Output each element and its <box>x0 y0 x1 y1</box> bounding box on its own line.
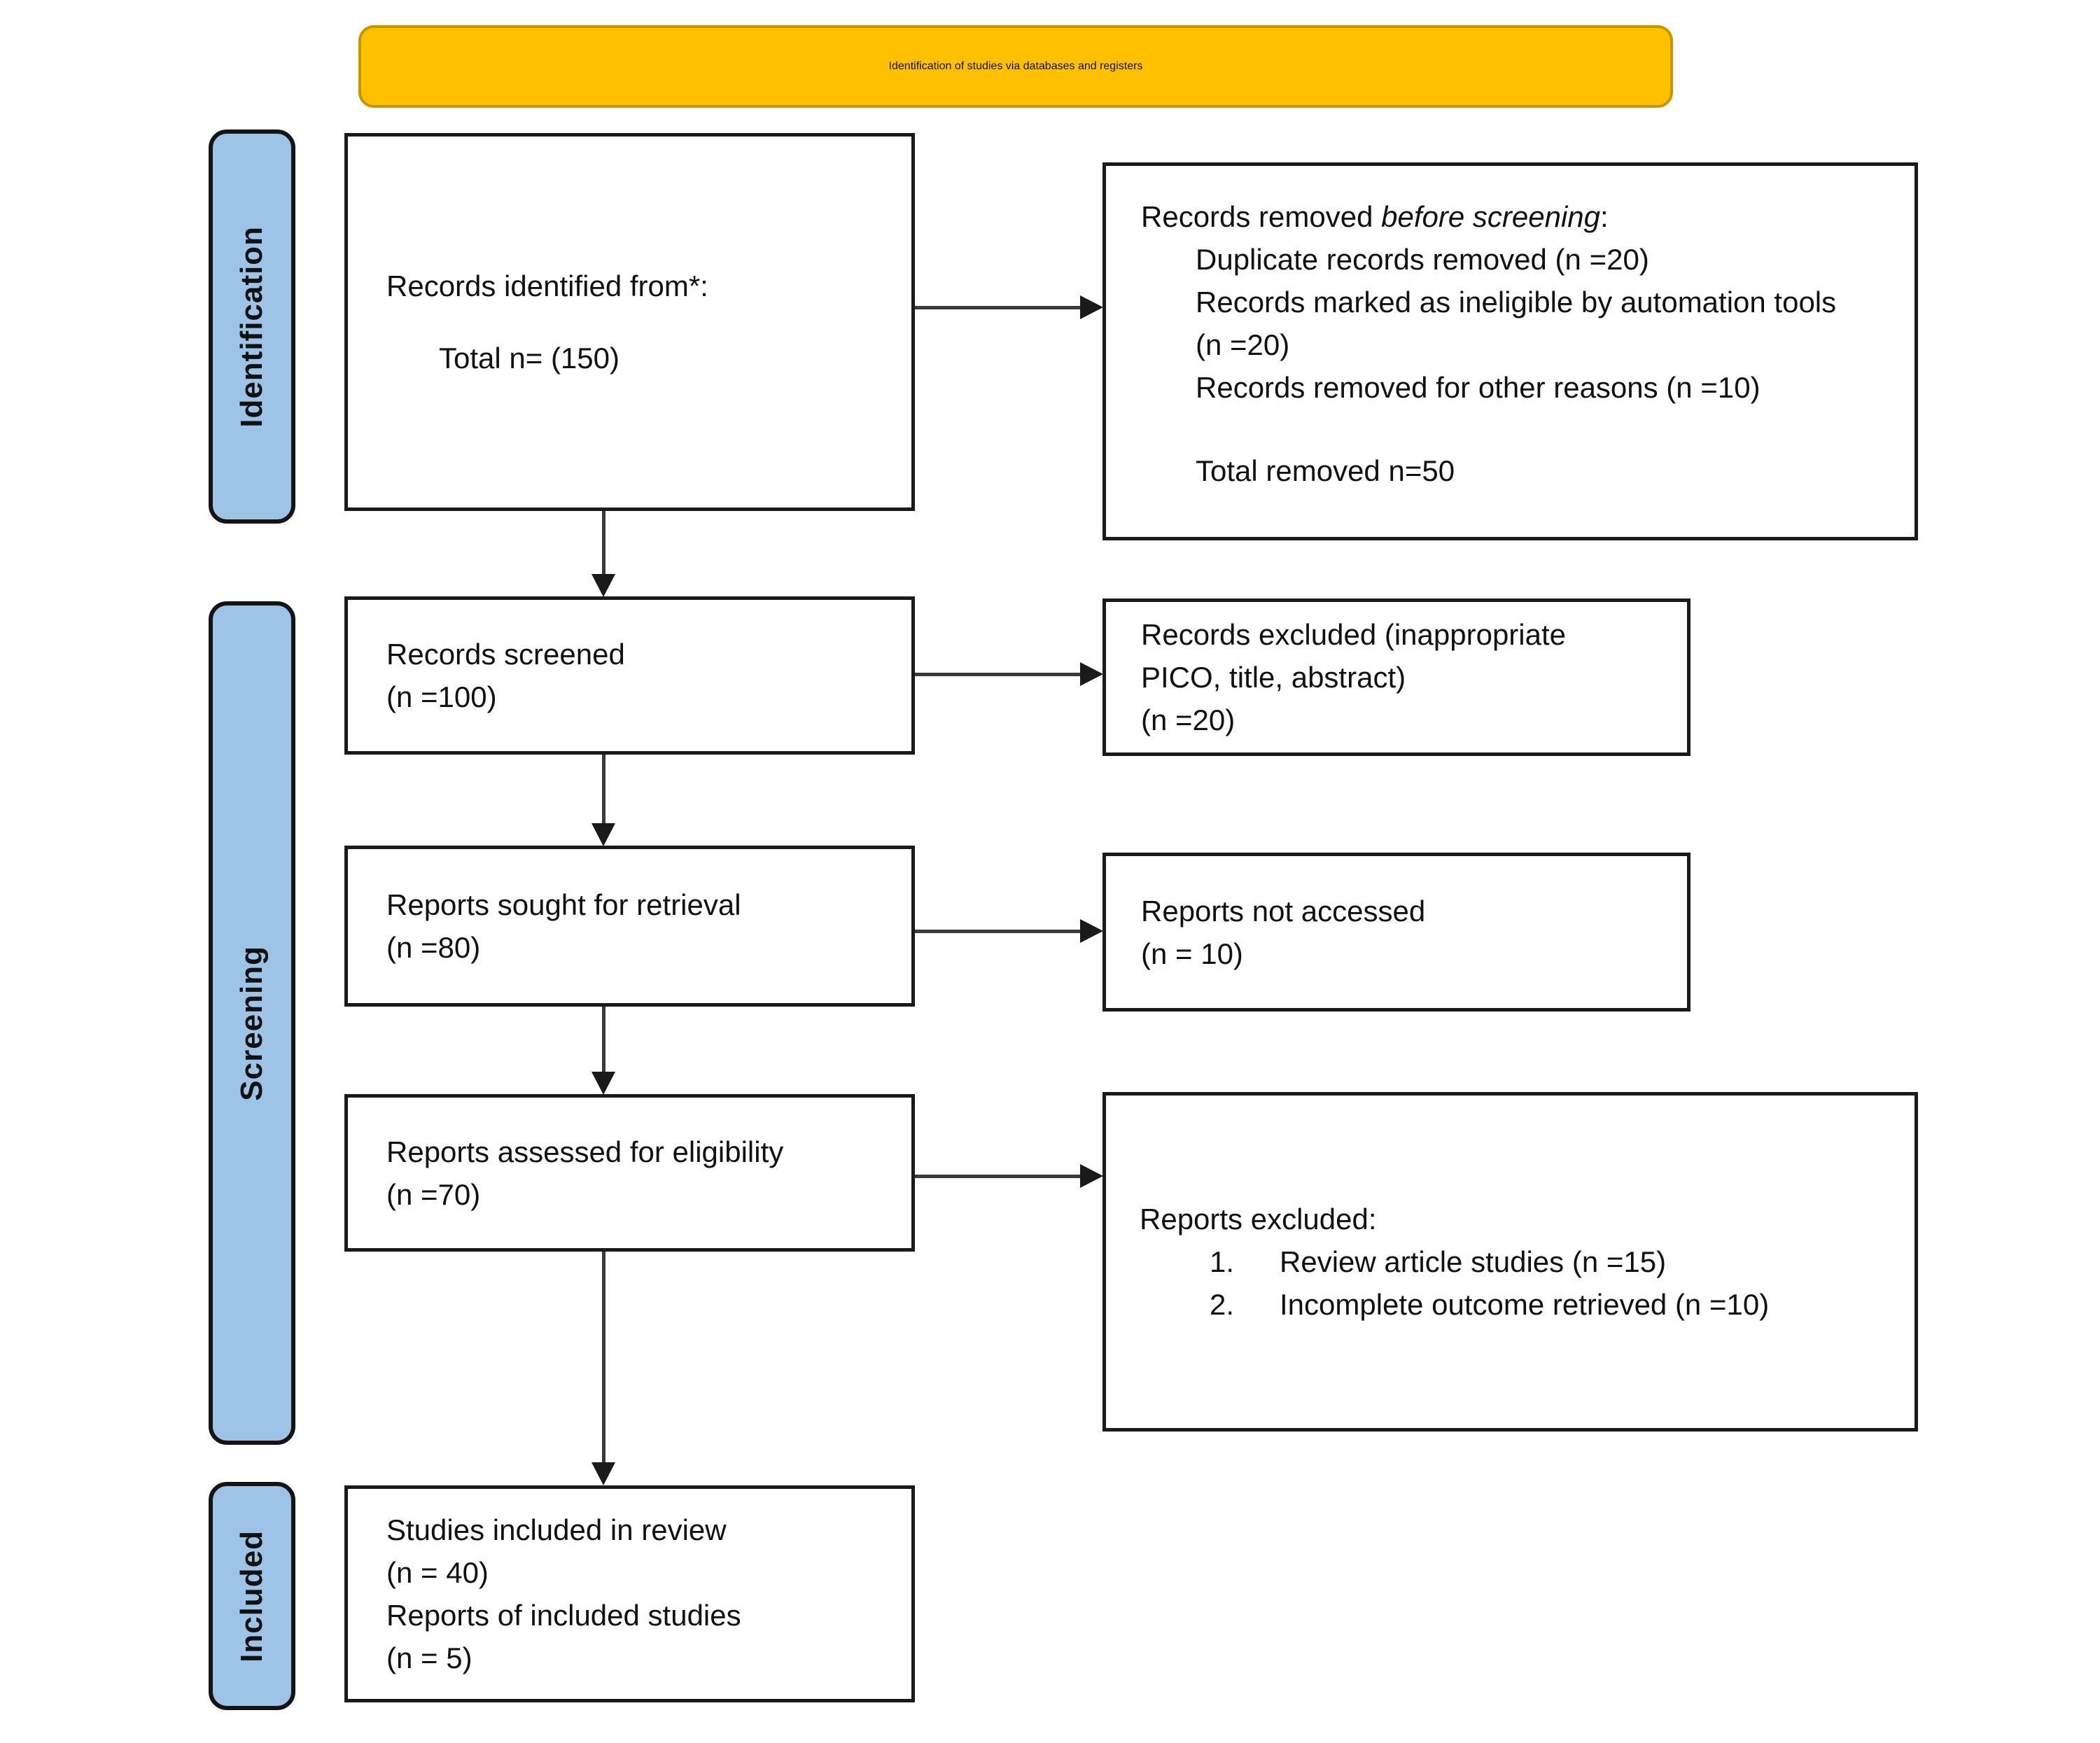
reports-not-accessed-count: (n = 10) <box>1141 937 1243 970</box>
arrow-line <box>602 1007 606 1073</box>
box-records-excluded: Records excluded (inappropriate PICO, ti… <box>1102 598 1690 756</box>
box-records-screened: Records screened (n =100) <box>344 596 915 755</box>
reports-not-accessed-line: Reports not accessed <box>1141 894 1426 927</box>
stage-label-screening: Screening <box>234 945 269 1101</box>
box-reports-excluded: Reports excluded: 1. Review article stud… <box>1102 1092 1918 1432</box>
list-text: Incomplete outcome retrieved (n =10) <box>1280 1288 1770 1321</box>
records-screened-line: Records screened <box>386 638 625 671</box>
stage-label-identification: Identification <box>234 225 269 428</box>
records-screened-count: (n =100) <box>386 680 497 713</box>
arrow-line <box>602 511 606 575</box>
records-excluded-line: Records excluded (inappropriate <box>1141 618 1567 651</box>
arrow-head <box>592 823 615 846</box>
arrow-head <box>1080 919 1103 943</box>
stage-bar-identification: Identification <box>209 130 295 524</box>
reports-excluded-item: 1. Review article studies (n =15) <box>1210 1240 1893 1283</box>
records-excluded-count: (n =20) <box>1141 704 1236 736</box>
arrow-head <box>1080 662 1103 686</box>
list-number: 2. <box>1210 1288 1235 1321</box>
box-records-removed: Records removed before screening: Duplic… <box>1102 162 1918 540</box>
records-identified-total: Total n= (150) <box>439 342 620 374</box>
studies-included-line: Studies included in review <box>386 1513 727 1546</box>
arrow-line <box>915 1175 1082 1178</box>
studies-included-count: (n = 40) <box>386 1556 489 1589</box>
records-removed-item: Records removed for other reasons (n =10… <box>1196 371 1760 404</box>
reports-assessed-count: (n =70) <box>386 1177 481 1211</box>
reports-assessed-line: Reports assessed for eligibility <box>386 1135 784 1168</box>
records-excluded-line: PICO, title, abstract) <box>1141 661 1406 694</box>
records-removed-item: Records marked as ineligible by automati… <box>1196 286 1837 361</box>
box-records-identified: Records identified from*: Total n= (150) <box>344 133 915 511</box>
reports-sought-count: (n =80) <box>386 931 481 964</box>
reports-excluded-heading: Reports excluded: <box>1140 1203 1377 1236</box>
arrow-head <box>592 574 615 597</box>
records-removed-total: Total removed n=50 <box>1196 454 1455 487</box>
list-text: Review article studies (n =15) <box>1280 1245 1667 1278</box>
studies-included-count: (n = 5) <box>386 1642 472 1674</box>
records-removed-item: Duplicate records removed (n =20) <box>1196 243 1649 276</box>
diagram-title: Identification of studies via databases … <box>888 60 1143 72</box>
stage-bar-screening: Screening <box>209 601 295 1445</box>
title-banner: Identification of studies via databases … <box>358 25 1673 108</box>
stage-label-included: Included <box>234 1530 269 1662</box>
records-identified-line: Records identified from*: <box>386 270 708 302</box>
arrow-line <box>602 1252 606 1464</box>
arrow-line <box>602 755 606 825</box>
arrow-head <box>1080 1164 1103 1188</box>
arrow-head <box>592 1462 615 1485</box>
arrow-head <box>592 1072 615 1095</box>
records-removed-heading: Records removed before screening: <box>1141 200 1609 233</box>
box-studies-included: Studies included in review (n = 40) Repo… <box>344 1485 915 1702</box>
stage-bar-included: Included <box>209 1482 295 1710</box>
arrow-line <box>915 930 1082 933</box>
studies-included-line: Reports of included studies <box>386 1599 741 1632</box>
reports-sought-line: Reports sought for retrieval <box>386 888 741 921</box>
list-number: 1. <box>1210 1245 1235 1278</box>
arrow-head <box>1080 295 1103 319</box>
box-reports-sought: Reports sought for retrieval (n =80) <box>344 846 915 1007</box>
arrow-line <box>915 673 1082 676</box>
box-reports-assessed: Reports assessed for eligibility (n =70) <box>344 1094 915 1252</box>
box-reports-not-accessed: Reports not accessed (n = 10) <box>1102 853 1690 1011</box>
arrow-line <box>915 306 1082 309</box>
reports-excluded-item: 2. Incomplete outcome retrieved (n =10) <box>1210 1283 1893 1326</box>
